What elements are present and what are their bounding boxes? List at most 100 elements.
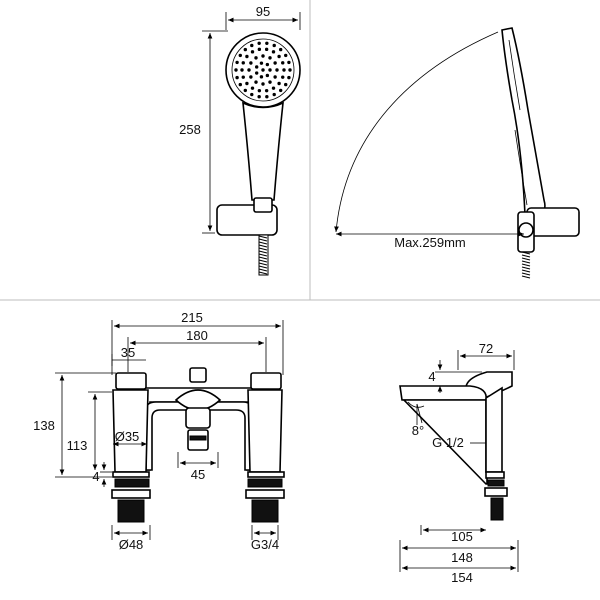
spray-nozzle [254,65,259,69]
spray-nozzle [249,75,253,79]
hose-coil [258,241,268,245]
arc-dimension: Max.259mm [336,231,524,250]
spray-nozzle [277,54,281,59]
dim-centres: 180 [186,328,208,343]
dim-arc-reach: Max.259mm [394,235,466,250]
spray-nozzle [250,92,254,97]
hose-coil [521,254,531,258]
spray-nozzle [254,80,258,84]
bath-filler-dimensions: 215 180 35 138 113 Ø35 4 45 [33,310,284,552]
hose-coil [258,268,268,272]
hose-coil [521,260,531,264]
spray-nozzle [265,41,269,45]
spray-nozzle [265,95,269,99]
hose-coil [258,259,268,263]
spray-nozzle [284,82,288,87]
spray-nozzle [235,75,239,80]
hose-coil [521,251,531,255]
hose-coil [258,235,268,239]
spray-nozzle [257,88,262,93]
spray-nozzle [272,92,276,97]
spray-nozzle [257,95,261,99]
spray-nozzle [238,53,242,58]
spray-nozzle [281,61,285,65]
spray-nozzle [268,68,272,72]
spray-nozzle [247,68,251,72]
dim-handset-length: 258 [179,122,201,137]
dim-diverter-width: 45 [191,467,205,482]
spray-nozzle [241,61,245,65]
hose-coil [521,266,531,270]
hose [258,234,269,276]
spray-nozzle [250,86,255,90]
spray-nozzle [273,61,277,65]
hose-coil [521,272,531,276]
spray-nozzle [250,50,255,54]
spray-nozzle [245,54,249,59]
spray-nozzle [240,68,244,72]
side-view [399,371,513,521]
dim-height-body: 113 [67,438,88,453]
dim-reach-2: 148 [451,550,473,565]
hose-coil [258,244,268,248]
spray-nozzle [241,75,245,79]
swing-view [334,27,580,279]
dim-base-clearance: 4 [92,469,99,484]
side-view-dimensions: 4 72 8° G 1/2 105 148 154 [399,341,519,585]
spray-nozzle [268,56,272,60]
spray-nozzle [235,60,239,65]
spray-nozzle [245,81,249,86]
dim-overall-width: 215 [181,310,203,325]
dim-spout-offset: 35 [121,345,135,360]
spray-nozzle [273,75,277,79]
spray-nozzle [238,82,242,87]
spray-nozzle-pattern [234,41,292,99]
spray-nozzle [272,43,276,48]
spray-nozzle [257,47,262,52]
spray-nozzle [287,60,291,65]
hose-coil [258,238,268,242]
spray-nozzle [261,68,265,72]
spray-nozzle [281,75,285,79]
spray-nozzle [249,61,253,65]
hose-coil [258,271,268,275]
spray-nozzle [278,47,283,52]
spray-nozzle [265,62,270,67]
hose-coil [258,262,268,266]
spray-nozzle [271,86,276,90]
spray-nozzle [271,50,276,54]
spray-nozzle [259,75,264,79]
spray-nozzle [261,82,265,86]
spray-nozzle [243,88,248,93]
hose-coil [521,275,531,279]
dim-side-top: 4 [428,369,435,384]
spray-nozzle [282,68,286,72]
spray-nozzle [257,41,261,45]
dim-side-depth: 72 [479,341,493,356]
dim-thread-size: G3/4 [251,537,279,552]
dim-reach-3: 154 [451,570,473,585]
hose-coil [258,253,268,257]
dim-spout-angle: 8° [412,423,424,438]
spray-nozzle [261,54,265,58]
spray-nozzle [275,68,279,72]
spray-nozzle [243,47,248,52]
spray-nozzle [264,47,269,52]
hose-coil [258,250,268,254]
spray-nozzle [234,68,238,72]
handset-view [216,32,301,276]
spray-nozzle [278,88,283,93]
handset-dimensions: 95 258 [179,4,301,234]
hose-coil [521,263,531,267]
spray-nozzle [254,56,258,60]
spray-nozzle [284,53,288,58]
dim-reach-1: 105 [451,529,473,544]
spray-nozzle [268,80,272,84]
hose-coil [258,265,268,269]
spray-nozzle [259,61,264,65]
spray-nozzle [277,81,281,86]
spray-nozzle [250,43,254,48]
spray-nozzle [288,68,292,72]
spray-nozzle [264,88,269,93]
dim-base-dia: Ø48 [119,537,144,552]
